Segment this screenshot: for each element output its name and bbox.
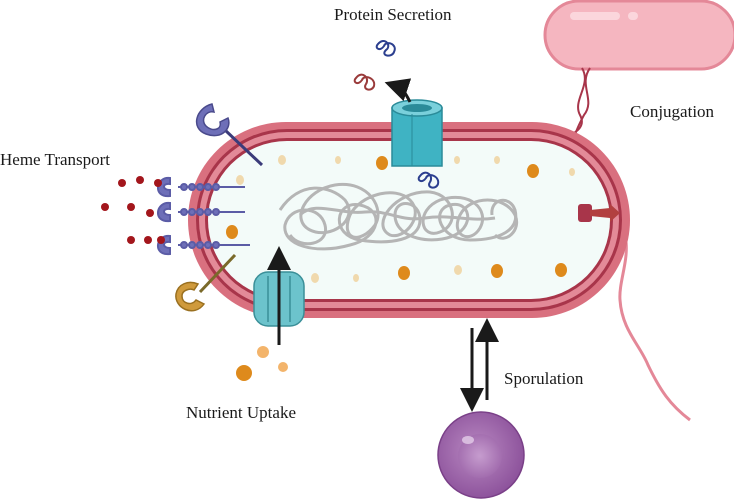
donor-cell	[543, 0, 734, 71]
conjugation-pore-icon	[578, 204, 620, 222]
pilus-icon	[565, 67, 591, 141]
dna-nucleoid	[278, 183, 519, 251]
label-nutrient-uptake: Nutrient Uptake	[186, 403, 296, 422]
label-sporulation: Sporulation	[504, 369, 584, 388]
label-protein-secretion: Protein Secretion	[334, 5, 452, 24]
secretion-channel-icon	[391, 99, 443, 167]
label-conjugation: Conjugation	[630, 102, 715, 121]
granules	[226, 155, 575, 283]
heme-receptor-icon	[157, 176, 250, 256]
nutrient-icon	[236, 346, 288, 381]
protein-icon	[353, 40, 440, 189]
spore-icon	[437, 411, 525, 499]
receptor-icon	[175, 103, 264, 312]
heme-icon	[101, 176, 165, 244]
label-heme-transport: Heme Transport	[0, 150, 110, 169]
secretion-arrow-icon	[384, 78, 412, 103]
flagellum	[610, 213, 691, 422]
